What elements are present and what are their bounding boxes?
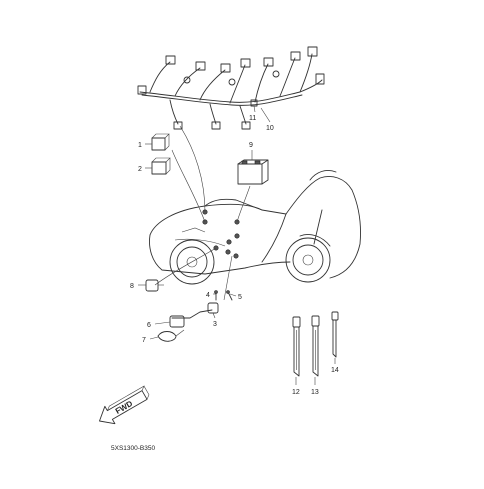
strap-part-13 (311, 315, 320, 377)
battery-part-9 (237, 159, 269, 185)
callout-2: 2 (138, 166, 142, 173)
fwd-arrow: FWD (99, 385, 150, 425)
scooter-outline (149, 169, 361, 285)
strap-part-14 (331, 311, 339, 358)
diagram-code: 5XS1300-B350 (111, 445, 155, 452)
callout-8: 8 (130, 283, 134, 290)
connection-points (202, 209, 240, 259)
callout-7: 7 (142, 337, 146, 344)
strap-part-12 (292, 316, 301, 377)
callout-11: 11 (249, 115, 256, 122)
callouts: 1 2 3 4 5 6 7 8 9 10 11 12 13 14 (130, 115, 339, 396)
sensor-part-8 (145, 279, 164, 292)
wire-harness (137, 46, 325, 130)
callout-14: 14 (331, 367, 339, 374)
callout-10: 10 (266, 125, 274, 132)
callout-12: 12 (292, 389, 300, 396)
callout-6: 6 (147, 322, 151, 329)
callout-3: 3 (213, 321, 217, 328)
callout-5: 5 (238, 294, 242, 301)
callout-9: 9 (249, 142, 253, 149)
callout-4: 4 (206, 292, 210, 299)
leader-lines (138, 105, 336, 385)
relay-part-1 (151, 133, 170, 151)
callout-13: 13 (311, 389, 319, 396)
callout-1: 1 (138, 142, 142, 149)
lamp-socket-parts-6-7 (157, 309, 213, 342)
coupler-part-2 (151, 157, 171, 175)
